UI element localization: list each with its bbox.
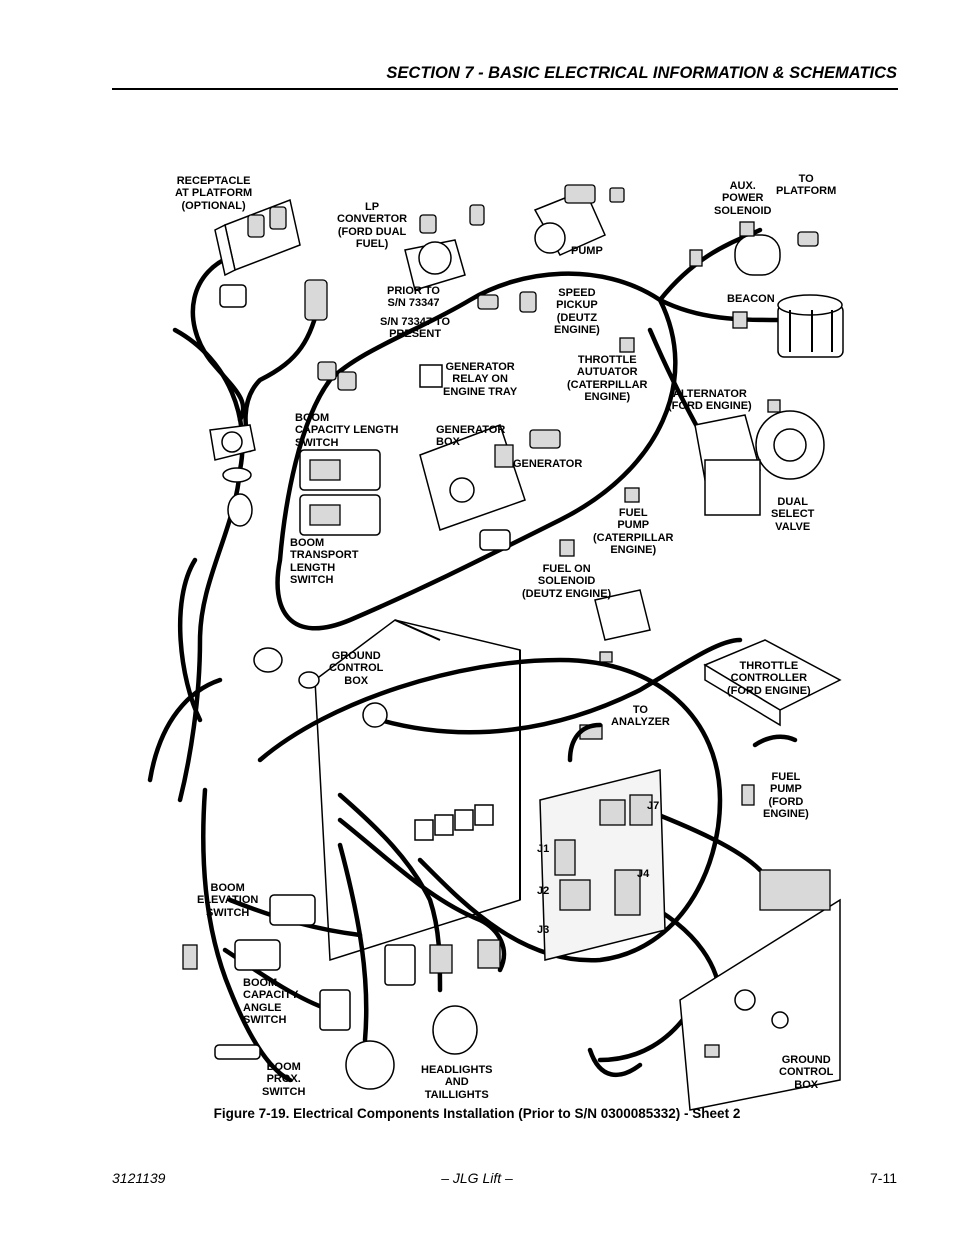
label-j1: J1	[537, 843, 550, 855]
fuel-pump-ford	[741, 734, 798, 806]
label-j4: J4	[637, 868, 650, 880]
harness-bottom-left	[201, 787, 363, 1083]
analyzer-lead	[567, 722, 603, 763]
label-generator: GENERATOR	[513, 458, 583, 470]
pump	[533, 184, 625, 256]
label-j2: J2	[537, 885, 550, 897]
footer-center-text: – JLG Lift –	[441, 1170, 513, 1186]
section-title: SECTION 7 - BASIC ELECTRICAL INFORMATION…	[386, 64, 897, 82]
harness-receptacle-cable	[190, 252, 246, 423]
header-rule	[112, 88, 898, 90]
footer-page-number: 7-11	[870, 1170, 897, 1186]
throttle-controller	[703, 639, 842, 727]
aux-power-solenoid	[689, 221, 819, 276]
speed-pickup-connector	[477, 291, 537, 313]
headlights-and-taillights	[319, 939, 501, 1090]
label-j3: J3	[537, 924, 550, 936]
harness-far-left-curve	[147, 677, 223, 783]
bulkhead-connector	[209, 424, 256, 527]
lp-convertor	[404, 204, 485, 291]
boom-length-switches	[299, 361, 381, 536]
label-alternator: ALTERNATOR(FORD ENGINE)	[668, 388, 752, 413]
alternator	[694, 399, 825, 516]
label-pump: PUMP	[571, 245, 603, 257]
figure-caption: Figure 7-19. Electrical Components Insta…	[213, 1106, 741, 1121]
generator-box	[419, 424, 561, 551]
fuel-on-solenoid	[559, 487, 651, 663]
bottom-loop-lead	[587, 1047, 643, 1078]
platform-connector	[219, 279, 328, 321]
receptacle-at-platform	[214, 198, 301, 277]
generator-relay	[419, 337, 635, 388]
beacon	[732, 294, 844, 358]
harness-lower-loop	[257, 657, 723, 963]
ground-control-box-enclosure	[253, 619, 521, 962]
harness-left-trunk	[172, 327, 245, 803]
boom-elevation-switch	[269, 894, 316, 926]
relays	[414, 804, 494, 841]
boom-capacity-angle-switch	[234, 939, 281, 971]
ground-control-panel	[679, 869, 841, 1111]
harness-ground-box-feed	[377, 637, 743, 735]
boom-prox-switch	[182, 944, 261, 1060]
harness-main-loop	[275, 271, 678, 631]
label-j7: J7	[647, 800, 660, 812]
label-beacon: BEACON	[727, 293, 775, 305]
footer-doc-number: 3121139	[112, 1170, 166, 1186]
control-circuit-board	[539, 724, 666, 961]
